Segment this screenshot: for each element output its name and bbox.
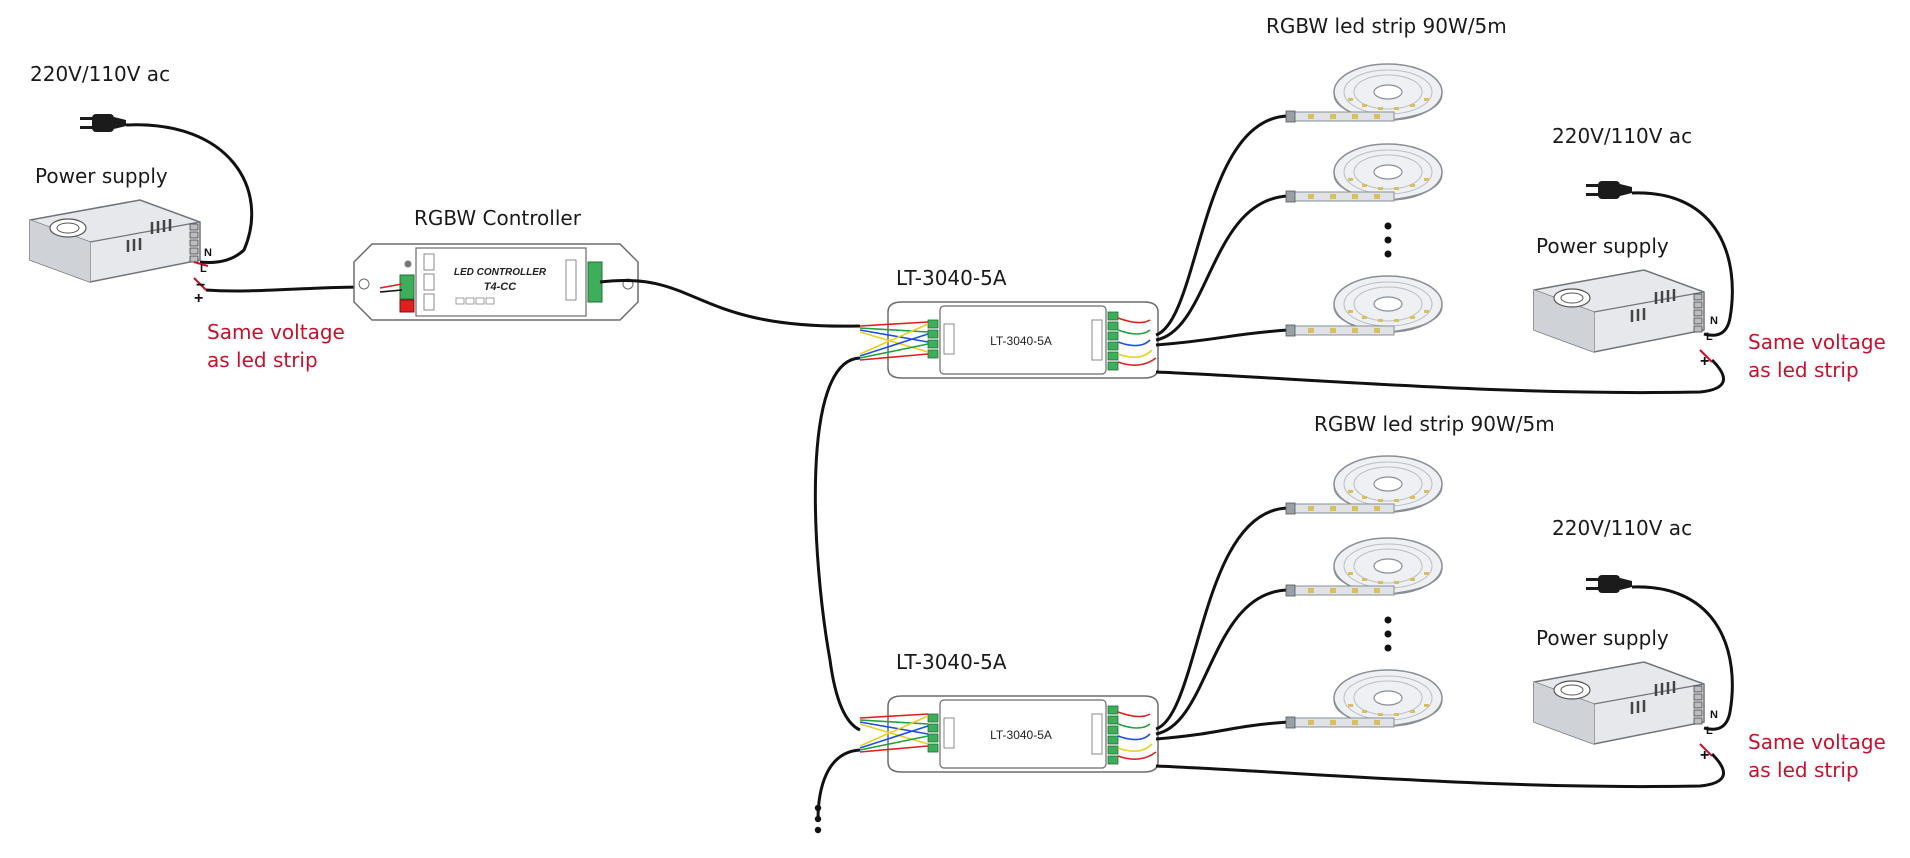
- terminal-n-rt: N: [1710, 315, 1718, 327]
- same-voltage-left-line2: as led strip: [207, 348, 318, 372]
- led-strip-top-2: [1285, 143, 1443, 203]
- mains-label-left: 220V/110V ac: [30, 62, 171, 86]
- terminal-l-rb: L: [1706, 725, 1713, 737]
- ellipsis-continuation: [814, 804, 822, 834]
- led-strip-bottom-2: [1285, 537, 1443, 597]
- strip-top-title: RGBW led strip 90W/5m: [1266, 14, 1507, 38]
- same-voltage-rb-line1: Same voltage: [1748, 730, 1886, 754]
- controller-icon: [353, 243, 639, 321]
- controller-face-line2: T4-CC: [484, 281, 517, 293]
- same-voltage-rb-line2: as led strip: [1748, 758, 1859, 782]
- controller-face-line1: LED CONTROLLER: [454, 267, 547, 278]
- amp-top-title: LT-3040-5A: [896, 266, 1007, 290]
- controller-title: RGBW Controller: [414, 206, 581, 230]
- led-strip-bottom-3: [1285, 669, 1443, 729]
- terminal-minus: −: [196, 277, 205, 294]
- amp-bottom-title: LT-3040-5A: [896, 650, 1007, 674]
- led-strip-top-3: [1285, 275, 1443, 337]
- terminal-plus-rb: +: [1700, 747, 1709, 764]
- ellipsis-top-strips: [1384, 222, 1392, 258]
- led-strip-bottom-1: [1285, 455, 1443, 515]
- amp-top-face: LT-3040-5A: [990, 334, 1052, 348]
- terminal-plus: +: [194, 290, 203, 307]
- psu-label-right-top: Power supply: [1536, 234, 1669, 258]
- amp-bottom-face: LT-3040-5A: [990, 728, 1052, 742]
- strip-bottom-title: RGBW led strip 90W/5m: [1314, 412, 1555, 436]
- plug-icon-right-bottom: [1586, 575, 1632, 593]
- plug-icon-left: [80, 114, 126, 132]
- terminal-n-rb: N: [1710, 709, 1718, 721]
- same-voltage-rt-line2: as led strip: [1748, 358, 1859, 382]
- terminal-l: L: [200, 263, 207, 275]
- terminal-n: N: [204, 247, 212, 259]
- mains-label-right-top: 220V/110V ac: [1552, 124, 1693, 148]
- power-supply-icon-left: [28, 198, 202, 284]
- ellipsis-bottom-strips: [1384, 616, 1392, 652]
- led-strip-top-1: [1285, 63, 1443, 123]
- power-supply-icon-right-bottom: [1532, 660, 1706, 746]
- power-supply-icon-right-top: [1532, 268, 1706, 354]
- psu-label-right-bottom: Power supply: [1536, 626, 1669, 650]
- same-voltage-left-line1: Same voltage: [207, 320, 345, 344]
- psu-label-left: Power supply: [35, 164, 168, 188]
- plug-icon-right-top: [1586, 181, 1632, 199]
- terminal-l-rt: L: [1706, 331, 1713, 343]
- mains-label-right-bottom: 220V/110V ac: [1552, 516, 1693, 540]
- same-voltage-rt-line1: Same voltage: [1748, 330, 1886, 354]
- terminal-plus-rt: +: [1700, 353, 1709, 370]
